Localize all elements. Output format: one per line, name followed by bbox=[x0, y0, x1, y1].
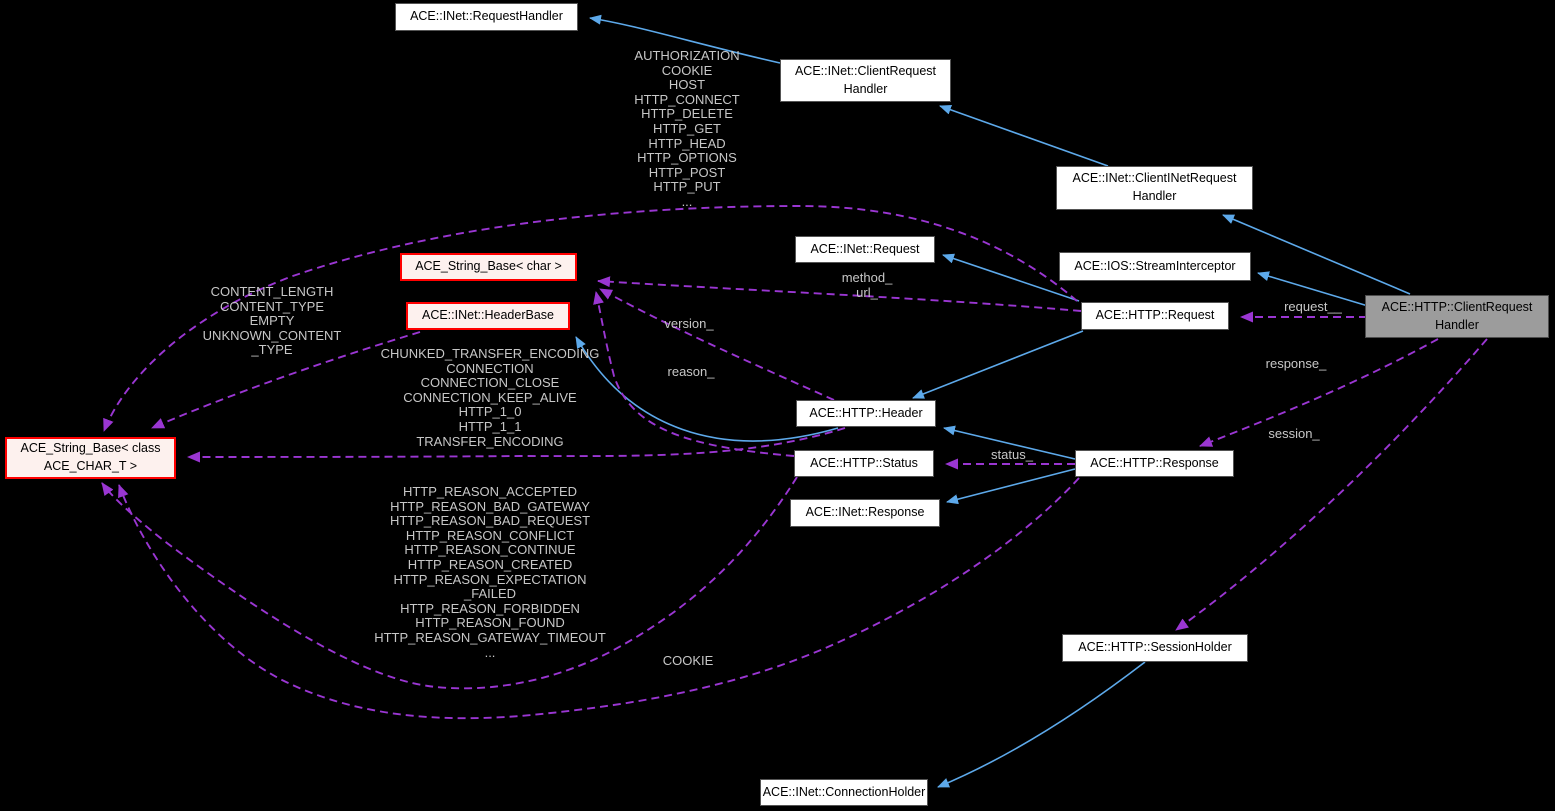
edge-inherit-clientinetrequesthandler-to-clientrequesthandler bbox=[939, 104, 1109, 167]
class-node-ace-ios-stream-interceptor[interactable]: ACE::IOS::StreamInterceptor bbox=[1059, 252, 1251, 281]
class-node-ace-http-client-request-handler: ACE::HTTP::ClientRequest Handler bbox=[1365, 295, 1549, 338]
edge-usage-reason bbox=[593, 291, 795, 457]
edge-inherit-httpheader-to-headerbase bbox=[575, 336, 839, 442]
edge-inherit-httpresponse-to-httpheader bbox=[943, 425, 1076, 460]
class-node-ace-http-status[interactable]: ACE::HTTP::Status bbox=[794, 450, 934, 477]
edge-usage-version bbox=[599, 288, 835, 401]
class-node-ace-inet-client-request-handler[interactable]: ACE::INet::ClientRequest Handler bbox=[780, 59, 951, 102]
edge-inherit-clientrequesthandler-to-requesthandler bbox=[589, 14, 781, 64]
class-node-ace-string-base-ace-char-t[interactable]: ACE_String_Base< class ACE_CHAR_T > bbox=[5, 437, 176, 479]
edge-usage-authorization-constants bbox=[103, 205, 1078, 432]
edge-usage-chunked-constants bbox=[187, 427, 846, 463]
edge-inherit-httpclientrequesthandler-to-streaminterceptor bbox=[1257, 271, 1369, 307]
class-node-ace-http-response[interactable]: ACE::HTTP::Response bbox=[1075, 450, 1234, 477]
class-node-ace-inet-header-base[interactable]: ACE::INet::HeaderBase bbox=[406, 302, 570, 330]
edge-inherit-httpclientrequesthandler-to-clientinetrequesthandler bbox=[1222, 214, 1411, 295]
edge-inherit-httprequest-to-httpheader bbox=[912, 330, 1084, 399]
class-node-ace-inet-client-inet-request-handler[interactable]: ACE::INet::ClientINetRequest Handler bbox=[1056, 166, 1253, 210]
class-node-ace-http-header[interactable]: ACE::HTTP::Header bbox=[796, 400, 936, 427]
class-node-ace-inet-request-handler[interactable]: ACE::INet::RequestHandler bbox=[395, 3, 578, 31]
class-node-ace-inet-request[interactable]: ACE::INet::Request bbox=[795, 236, 935, 263]
edge-inherit-httprequest-to-inetrequest bbox=[942, 253, 1080, 302]
edge-usage-session bbox=[1175, 338, 1488, 631]
edge-inherit-sessionholder-to-connectionholder bbox=[937, 661, 1146, 788]
edge-usage-content-constants bbox=[151, 331, 421, 429]
class-node-ace-http-session-holder[interactable]: ACE::HTTP::SessionHolder bbox=[1062, 634, 1248, 662]
edge-usage-response bbox=[1199, 338, 1439, 447]
edge-usage-reason-constants bbox=[101, 476, 798, 690]
class-node-ace-string-base-char[interactable]: ACE_String_Base< char > bbox=[400, 253, 577, 281]
edge-usage-cookie-constant bbox=[118, 477, 1080, 720]
class-node-ace-inet-connection-holder[interactable]: ACE::INet::ConnectionHolder bbox=[760, 779, 928, 806]
class-node-ace-inet-response[interactable]: ACE::INet::Response bbox=[790, 499, 940, 527]
edge-usage-method-url bbox=[597, 276, 1082, 312]
edge-inherit-httpresponse-to-inetresponse bbox=[946, 468, 1076, 505]
class-node-ace-http-request[interactable]: ACE::HTTP::Request bbox=[1081, 302, 1229, 330]
